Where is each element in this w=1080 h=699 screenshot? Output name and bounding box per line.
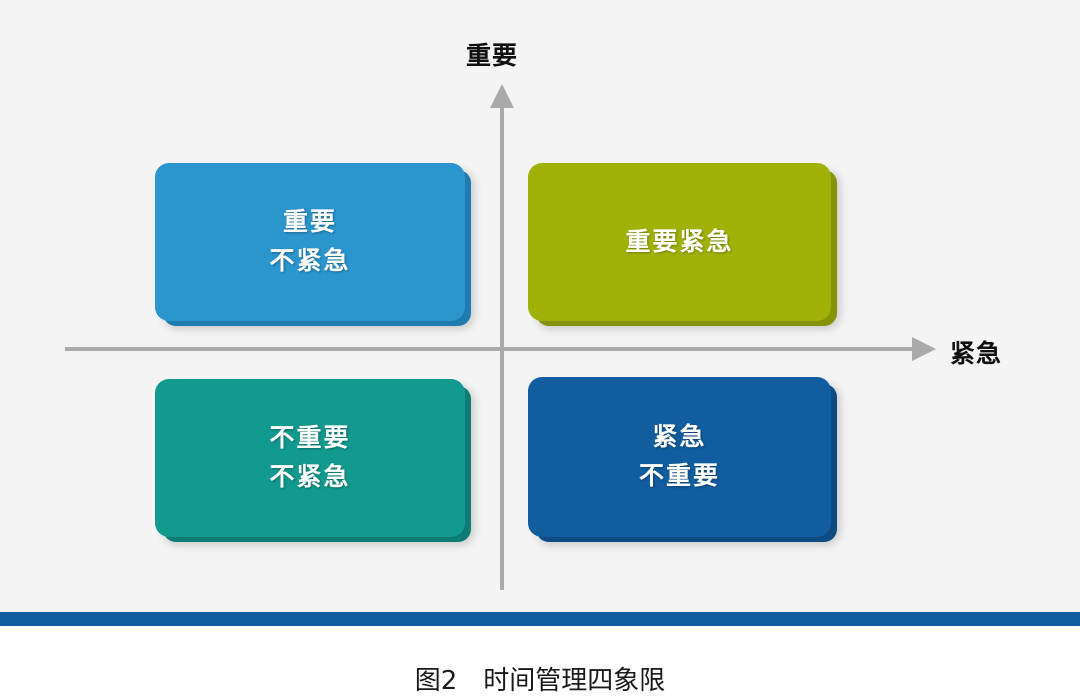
quadrant-label-line2: 不紧急 [269, 247, 351, 275]
quadrant-important-not-urgent[interactable]: 重要 不紧急 [155, 163, 465, 321]
y-axis-arrow-icon [490, 84, 514, 108]
quadrant-label-line1: 不重要 [269, 424, 351, 453]
quadrant-label-line1: 重要 [282, 208, 337, 237]
x-axis-label: 紧急 [950, 340, 1003, 368]
x-axis-line [65, 347, 920, 351]
x-axis-arrow-icon [912, 337, 936, 361]
quadrant-label-line2: 不紧急 [269, 463, 351, 491]
quadrant-label-line2: 不重要 [638, 462, 720, 490]
quadrant-important-urgent[interactable]: 重要紧急 [528, 163, 831, 321]
y-axis-line [500, 105, 504, 590]
diagram-canvas: 重要 紧急 重要 不紧急 重要紧急 不重要 不紧急 紧急 不重要 [0, 0, 1080, 612]
quadrant-label-line1: 紧急 [652, 423, 707, 452]
divider-bar [0, 612, 1080, 626]
quadrant-label-line1: 重要紧急 [625, 227, 734, 256]
quadrant-urgent-not-important[interactable]: 紧急 不重要 [528, 377, 831, 537]
y-axis-label: 重要 [466, 42, 519, 70]
quadrant-not-important-not-urgent[interactable]: 不重要 不紧急 [155, 379, 465, 537]
caption-area: 图2 时间管理四象限 [0, 626, 1080, 699]
figure-caption: 图2 时间管理四象限 [414, 666, 666, 696]
